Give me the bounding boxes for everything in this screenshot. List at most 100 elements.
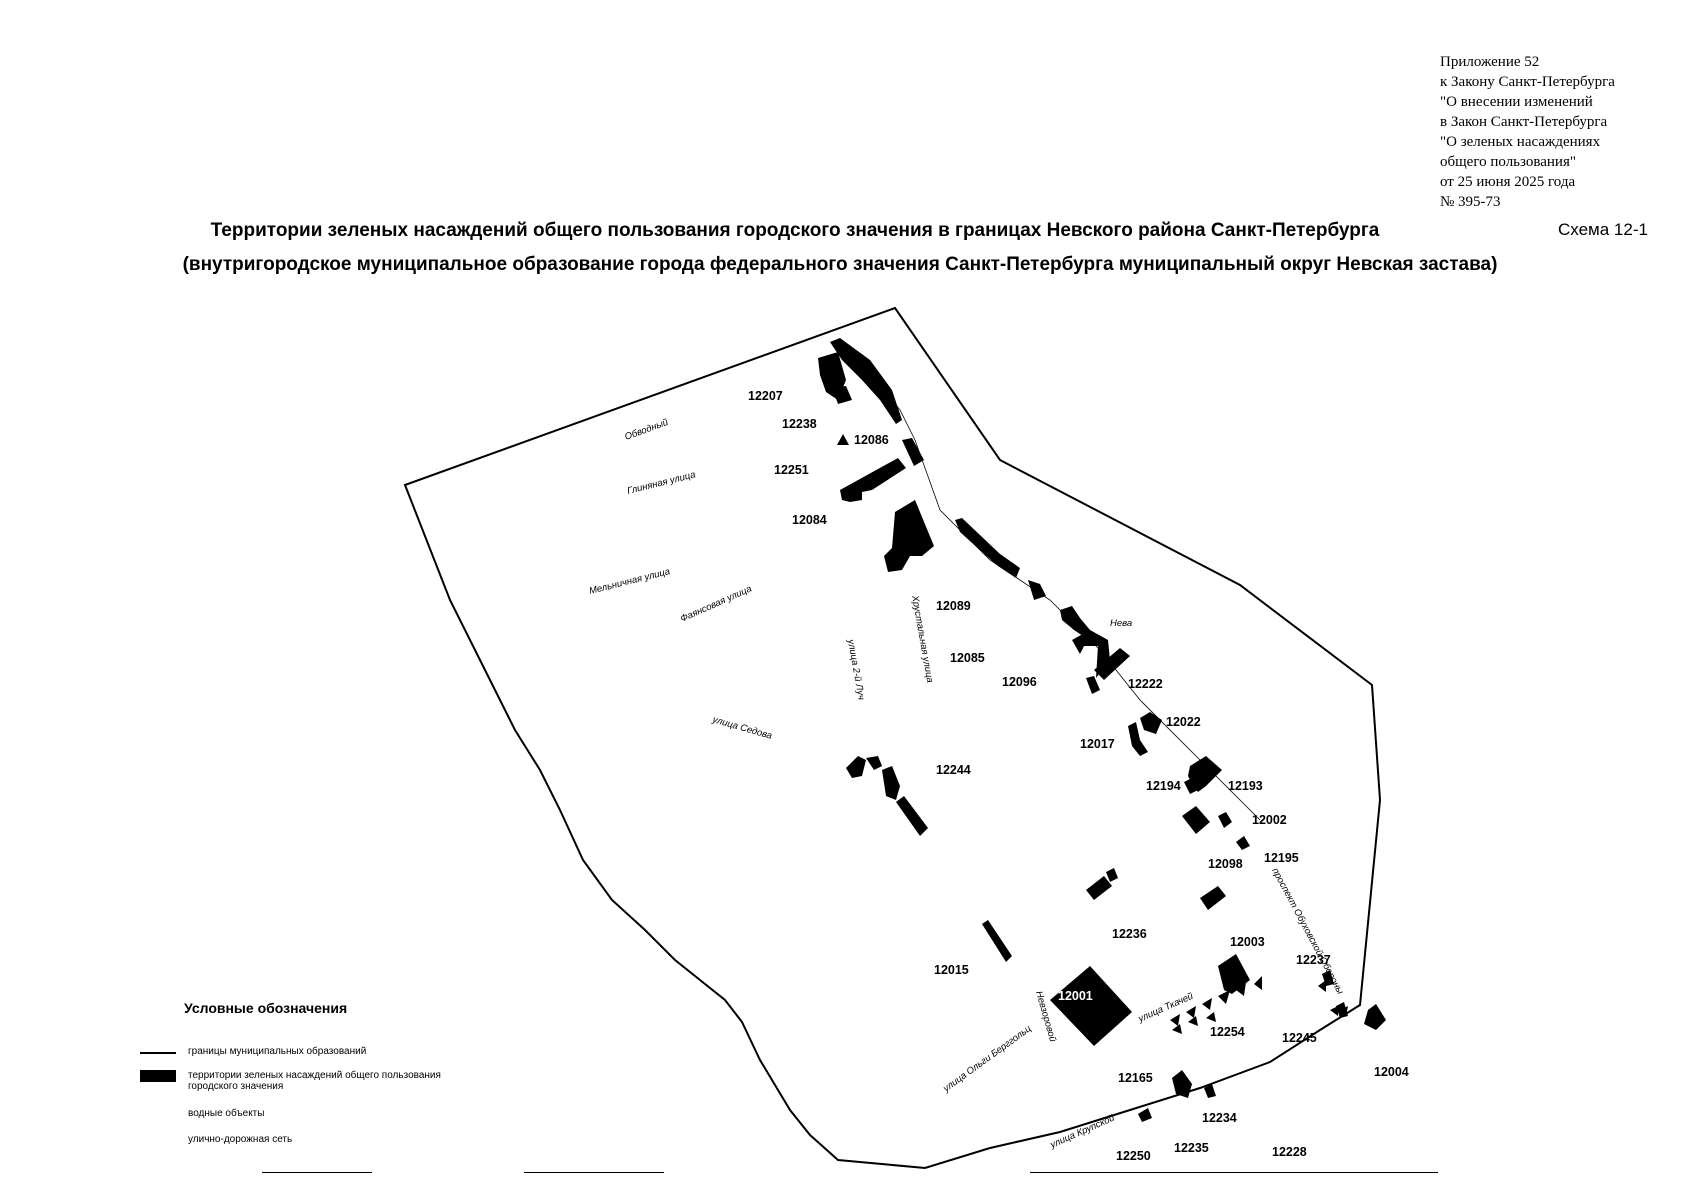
green-area-symbol [140, 1070, 176, 1082]
parcel-12017: 12017 [1080, 737, 1115, 751]
parcel-shape-12244b [866, 756, 882, 770]
neva-shoreline [839, 344, 1261, 821]
parcel-12022: 12022 [1166, 715, 1201, 729]
parcel-12084: 12084 [792, 513, 827, 527]
parcel-12222: 12222 [1128, 677, 1163, 691]
parcel-shape-12017 [1128, 722, 1148, 756]
legend-label: территории зеленых насаждений общего пол… [188, 1070, 441, 1092]
appendix-line: "О зеленых насаждениях [1440, 134, 1601, 150]
parcel-12236: 12236 [1112, 927, 1147, 941]
legend-label: границы муниципальных образований [188, 1046, 367, 1057]
parcel-shape-12244a [846, 756, 866, 778]
parcel-12244: 12244 [936, 763, 971, 777]
parcel-shape-12015 [982, 920, 1012, 962]
parcel-shape-12250 [1138, 1108, 1152, 1122]
parcel-shape-12086 [837, 434, 849, 445]
legend-title: Условные обозначения [184, 1000, 348, 1016]
street-fayansovaya: Фаянсовая улица [679, 583, 754, 624]
appendix-note: Приложение 52 к Закону Санкт-Петербурга … [1440, 52, 1690, 212]
street-melnichnaya: Мельничная улица [588, 566, 671, 597]
parcel-12098: 12098 [1208, 857, 1243, 871]
parcel-shape-12193 [1184, 778, 1198, 794]
parcel-shape-12089 [955, 518, 1020, 578]
street-olgi-bergholts: улица Ольги Берггольц [940, 1023, 1033, 1095]
parcel-12089: 12089 [936, 599, 971, 613]
bottom-rule [524, 1172, 664, 1173]
appendix-line: Приложение 52 [1440, 54, 1540, 70]
parcel-shape-12194 [1188, 756, 1222, 792]
parcel-shape-12222b [1094, 648, 1130, 680]
parcel-12085: 12085 [950, 651, 985, 665]
bottom-rule [1030, 1172, 1438, 1173]
boundary-line-symbol [140, 1052, 176, 1054]
parcel-shape-12207b [832, 386, 852, 404]
legend-label: улично-дорожная сеть [188, 1134, 293, 1145]
parcel-shape-12089b [1028, 580, 1046, 600]
scheme-number: Схема 12-1 [1558, 220, 1648, 239]
parcel-12238: 12238 [782, 417, 817, 431]
parcel-12254: 12254 [1210, 1025, 1245, 1039]
street-obvodny: Обводный [623, 417, 670, 443]
map-title: Территории зеленых насаждений общего пол… [210, 220, 1380, 241]
appendix-line: общего пользования" [1440, 154, 1576, 170]
parcel-shape-12096 [1060, 606, 1090, 638]
parcel-12245: 12245 [1282, 1031, 1317, 1045]
parcel-shape-12234 [1204, 1084, 1216, 1098]
green-territories [818, 338, 1386, 1122]
map-subtitle: (внутригородское муниципальное образован… [182, 254, 1498, 275]
street-obukhovskoy-oborony: проспект Обуховской Обороны [1269, 866, 1345, 996]
parcel-shape-12222c [1086, 676, 1100, 694]
appendix-line: "О внесении изменений [1440, 94, 1593, 110]
parcel-shape-12195 [1236, 836, 1250, 850]
parcel-shape-12001 [1050, 966, 1132, 1046]
parcel-12165: 12165 [1118, 1071, 1153, 1085]
parcel-shape-12022 [1140, 712, 1162, 734]
legend-label: водные объекты [188, 1108, 265, 1119]
street-tkachey: улица Ткачей [1136, 990, 1196, 1025]
appendix-line: к Закону Санкт-Петербурга [1440, 74, 1615, 90]
appendix-line: в Закон Санкт-Петербурга [1440, 114, 1608, 130]
bottom-rule [262, 1172, 372, 1173]
parcel-12250: 12250 [1116, 1149, 1151, 1163]
parcel-12195: 12195 [1264, 851, 1299, 865]
parcel-12001: 12001 [1058, 989, 1093, 1003]
street-glinyanaya: Глиняная улица [626, 469, 697, 497]
parcel-12251: 12251 [774, 463, 809, 477]
parcel-shape-12238 [830, 338, 902, 424]
parcel-12015: 12015 [934, 963, 969, 977]
parcel-12194: 12194 [1146, 779, 1181, 793]
parcel-12086: 12086 [854, 433, 889, 447]
parcel-shape-12098 [1200, 886, 1226, 910]
appendix-line: от 25 июня 2025 года [1440, 174, 1576, 190]
parcel-shape-12244d [896, 796, 928, 836]
parcel-12193: 12193 [1228, 779, 1263, 793]
street-khrustalnaya: Хрустальная улица [909, 594, 935, 684]
parcel-12096: 12096 [1002, 675, 1037, 689]
parcel-shape-12236 [1086, 876, 1112, 900]
parcel-fragments [1170, 976, 1348, 1034]
parcel-shape-12236b [1106, 868, 1118, 882]
parcel-shape-12251 [840, 458, 906, 502]
appendix-line: № 395-73 [1440, 194, 1501, 210]
parcel-shape-12165 [1172, 1070, 1192, 1098]
river-neva: Нева [1110, 618, 1132, 629]
parcel-12004: 12004 [1374, 1065, 1409, 1079]
parcel-12002: 12002 [1252, 813, 1287, 827]
parcel-12207: 12207 [748, 389, 783, 403]
parcel-shape-12238b [902, 438, 924, 466]
parcel-shape-12084 [884, 500, 934, 572]
parcel-shape-12003 [1218, 954, 1250, 994]
parcel-shape-12245 [1364, 1004, 1386, 1030]
parcel-12003: 12003 [1230, 935, 1265, 949]
street-2-luch: улица 2-й Луч [845, 638, 867, 701]
parcel-12237: 12237 [1296, 953, 1331, 967]
parcel-12235: 12235 [1174, 1141, 1209, 1155]
parcel-shape-12244c [882, 766, 900, 800]
street-sedova: улица Седова [710, 714, 773, 742]
parcel-12228: 12228 [1272, 1145, 1307, 1159]
parcel-shape-12002a [1182, 806, 1210, 834]
parcel-shape-12002b [1218, 812, 1232, 828]
parcel-12234: 12234 [1202, 1111, 1237, 1125]
district-boundary [403, 306, 1382, 1170]
